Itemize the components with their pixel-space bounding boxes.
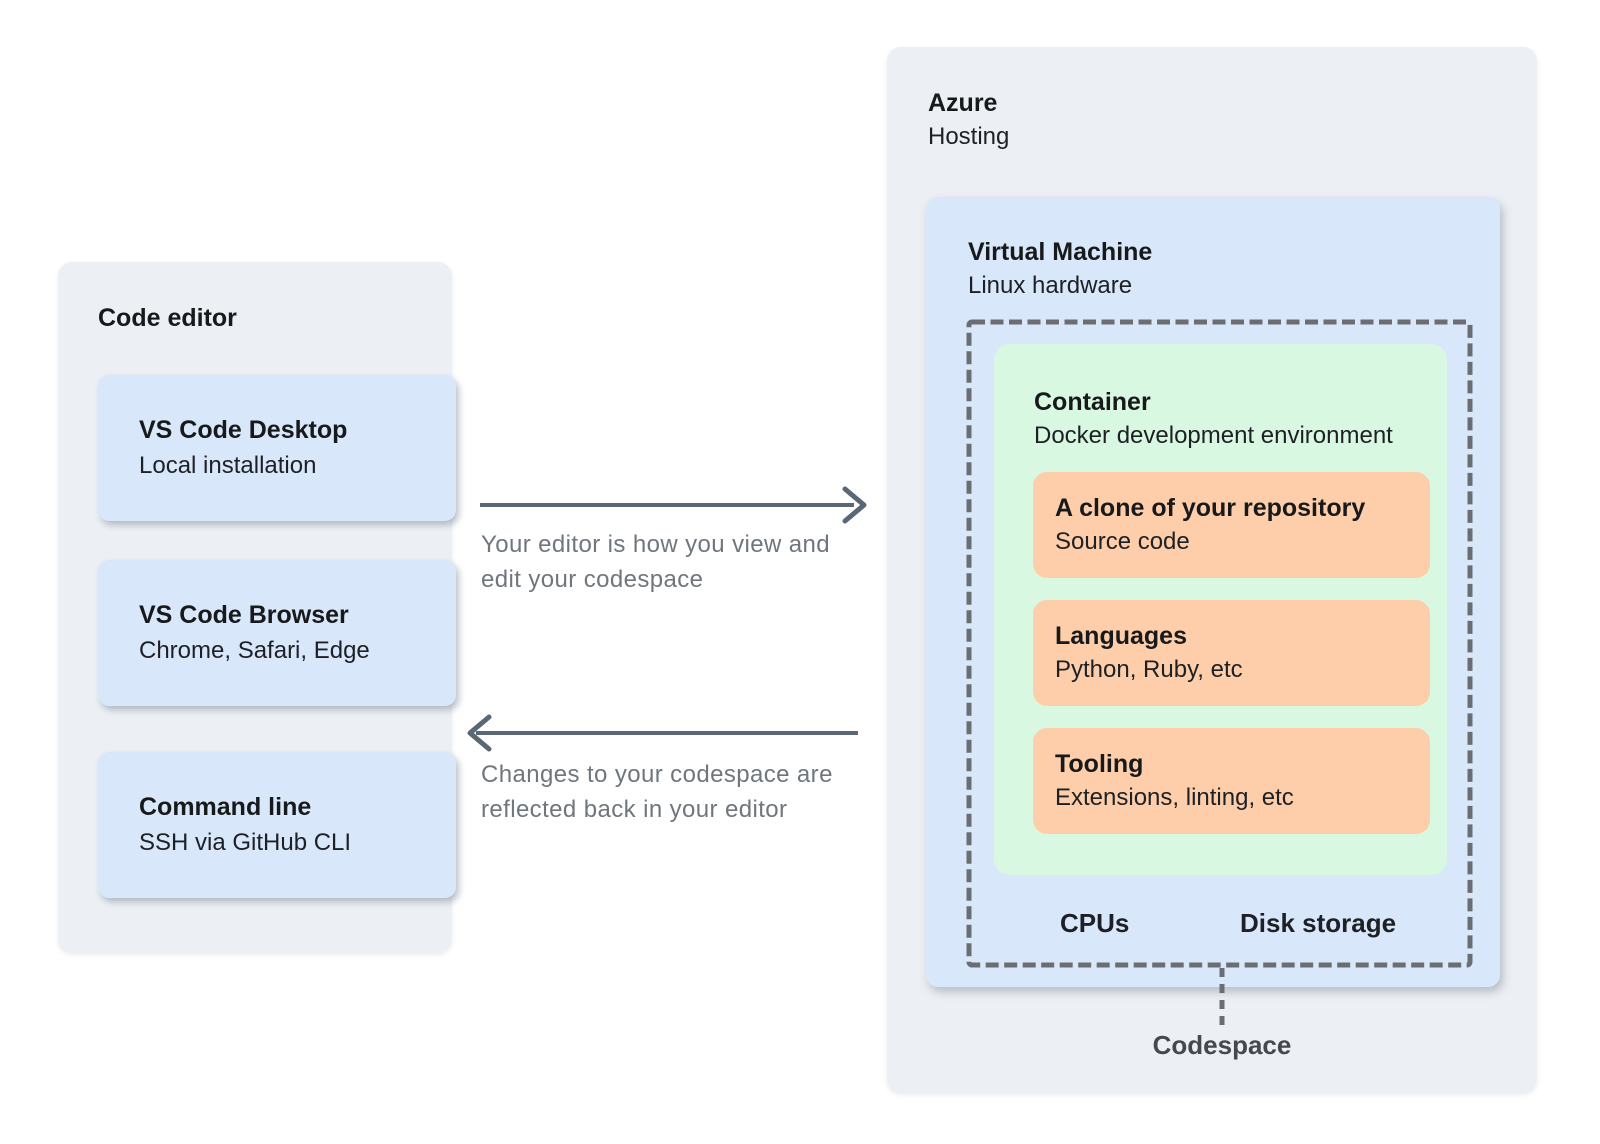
container-card-languages: Languages Python, Ruby, etc xyxy=(1033,600,1430,706)
editor-card-command-line: Command line SSH via GitHub CLI xyxy=(98,752,456,898)
container-card-title: A clone of your repository xyxy=(1055,494,1366,522)
azure-panel-title: Azure xyxy=(928,89,998,117)
editor-card-title: VS Code Browser xyxy=(139,601,349,629)
vm-subtitle: Linux hardware xyxy=(968,272,1133,299)
flow-label-line: Your editor is how you view and xyxy=(481,531,831,558)
code-editor-panel-title: Code editor xyxy=(98,304,237,332)
editor-card-title: Command line xyxy=(139,793,312,821)
flow-label-editor-to-codespace: Your editor is how you view and edit you… xyxy=(481,527,830,597)
codespace-caption: Codespace xyxy=(1152,1030,1292,1060)
flow-label-line: edit your codespace xyxy=(481,566,704,593)
container-card-repository: A clone of your repository Source code xyxy=(1033,472,1430,578)
container-title: Container xyxy=(1034,388,1151,416)
container-card-tooling: Tooling Extensions, linting, etc xyxy=(1033,728,1430,834)
vm-resource-disk-storage: Disk storage xyxy=(1240,908,1397,938)
editor-card-title: VS Code Desktop xyxy=(139,416,348,444)
editor-card-vscode-desktop: VS Code Desktop Local installation xyxy=(98,375,456,521)
container-card-subtitle: Python, Ruby, etc xyxy=(1055,656,1243,683)
arrow-right-icon xyxy=(480,486,867,524)
container-card-subtitle: Extensions, linting, etc xyxy=(1055,784,1294,811)
container-card-title: Languages xyxy=(1055,622,1187,650)
container-card-subtitle: Source code xyxy=(1055,528,1190,555)
container-subtitle: Docker development environment xyxy=(1034,422,1393,449)
virtual-machine-box: Virtual Machine Linux hardware Container… xyxy=(926,197,1500,987)
container-card-title: Tooling xyxy=(1055,750,1144,778)
flow-label-codespace-to-editor: Changes to your codespace are reflected … xyxy=(481,757,833,827)
arrow-left-icon xyxy=(467,714,858,752)
editor-card-subtitle: Chrome, Safari, Edge xyxy=(139,637,370,664)
flow-label-line: reflected back in your editor xyxy=(481,796,788,823)
editor-card-subtitle: SSH via GitHub CLI xyxy=(139,829,352,856)
azure-panel-subtitle: Hosting xyxy=(928,123,1010,150)
vm-resource-cpus: CPUs xyxy=(1060,908,1130,938)
editor-card-vscode-browser: VS Code Browser Chrome, Safari, Edge xyxy=(98,560,456,706)
code-editor-panel: Code editor VS Code Desktop Local instal… xyxy=(58,262,456,953)
flow-label-line: Changes to your codespace are xyxy=(481,761,833,788)
vm-title: Virtual Machine xyxy=(968,238,1153,266)
azure-hosting-panel: Azure Hosting Virtual Machine Linux hard… xyxy=(887,47,1537,1093)
editor-card-subtitle: Local installation xyxy=(139,452,317,479)
container-box: Container Docker development environment… xyxy=(994,344,1447,875)
